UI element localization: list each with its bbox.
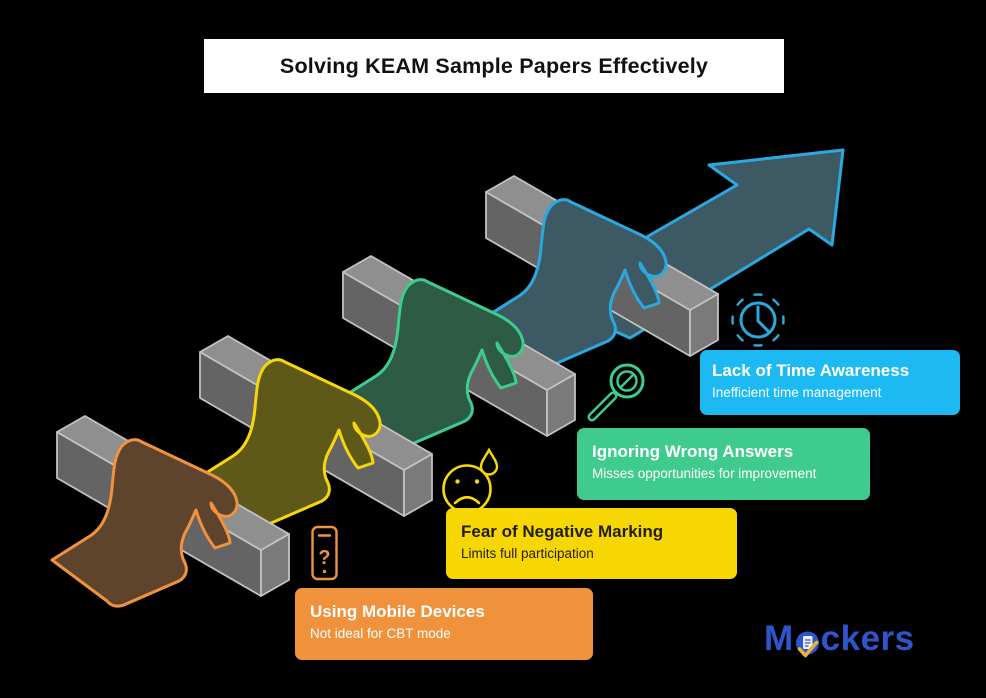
mockers-logo: M ckers [764, 616, 915, 662]
magnifier-block-icon [587, 363, 645, 422]
logo-text-before: M [764, 619, 794, 658]
document-check-icon [795, 631, 819, 658]
logo-text-after: ckers [820, 619, 915, 658]
clock-icon [731, 293, 785, 347]
sad-sweat-icon [442, 447, 499, 514]
step-card-negative-marking: Fear of Negative Marking Limits full par… [446, 508, 737, 579]
step-card-title: Lack of Time Awareness [712, 361, 910, 380]
step-card-description: Inefficient time management [712, 385, 882, 401]
step-card-mobile-devices: Using Mobile Devices Not ideal for CBT m… [295, 588, 593, 660]
svg-text:?: ? [318, 547, 330, 569]
step-card-title: Ignoring Wrong Answers [592, 442, 794, 461]
page-title: Solving KEAM Sample Papers Effectively [279, 53, 709, 78]
step-card-title: Fear of Negative Marking [461, 522, 664, 541]
step-card-time-awareness: Lack of Time Awareness Inefficient time … [700, 350, 960, 415]
step-card-description: Not ideal for CBT mode [310, 626, 451, 642]
step-card-title: Using Mobile Devices [310, 602, 485, 621]
step-card-wrong-answers: Ignoring Wrong Answers Misses opportunit… [577, 428, 870, 500]
title-box: Solving KEAM Sample Papers Effectively [204, 39, 784, 93]
step-card-description: Misses opportunities for improvement [592, 466, 817, 482]
mobile-question-icon: ? [311, 525, 338, 581]
step-card-description: Limits full participation [461, 546, 594, 562]
